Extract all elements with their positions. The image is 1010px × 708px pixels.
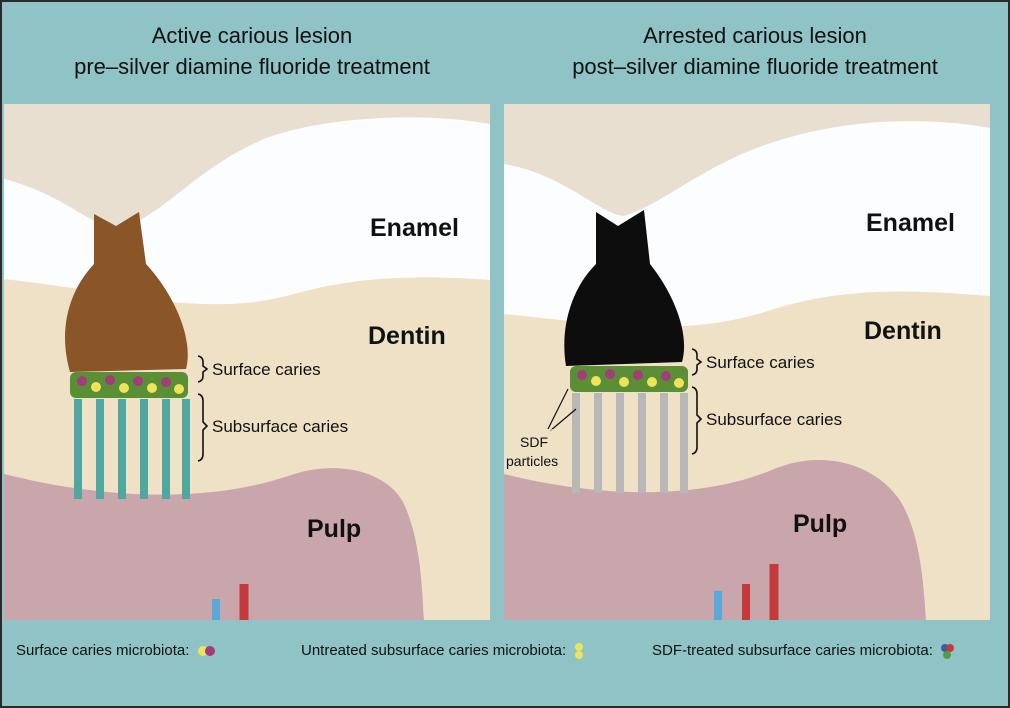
left-title-line1: Active carious lesion <box>151 23 353 48</box>
left-title: Active carious lesion pre–silver diamine… <box>2 20 502 82</box>
right-subsurface-caries-label: Subsurface caries <box>706 410 842 429</box>
surface-microbiota-icon <box>197 646 215 657</box>
legend-treated: SDF-treated subsurface caries microbiota… <box>652 642 955 660</box>
left-pulp <box>4 468 424 620</box>
legend-treated-label: SDF-treated subsurface caries microbiota… <box>652 642 933 659</box>
legend-untreated-label: Untreated subsurface caries microbiota: <box>301 642 567 659</box>
left-surface-brace <box>197 355 209 383</box>
untreated-microbiota-icon <box>575 643 584 660</box>
right-lesion <box>564 210 685 366</box>
right-enamel-label: Enamel <box>866 209 955 237</box>
right-dentin-label: Dentin <box>864 317 942 345</box>
left-enamel-label: Enamel <box>370 214 459 242</box>
right-pulp <box>504 460 926 620</box>
left-title-line2: pre–silver diamine fluoride treatment <box>74 54 430 79</box>
right-sdf-label-backdrop <box>504 429 566 473</box>
left-pulp-label: Pulp <box>307 515 361 543</box>
left-tubules <box>74 399 190 499</box>
left-subsurface-caries-label: Subsurface caries <box>212 417 348 436</box>
right-pulp-label: Pulp <box>793 510 847 538</box>
left-panel: Enamel Dentin Pulp Surface caries Subsur… <box>4 104 490 620</box>
right-title-line1: Arrested carious lesion <box>643 23 867 48</box>
right-title-line2: post–silver diamine fluoride treatment <box>572 54 938 79</box>
right-panel: Enamel Dentin Pulp Surface caries Subsur… <box>504 104 990 620</box>
right-tubules <box>572 393 688 493</box>
right-surface-brace <box>691 348 703 376</box>
right-sdf-label-line2: particles <box>506 453 558 469</box>
right-surface-caries-label: Surface caries <box>706 353 815 372</box>
right-surface-microbe-band <box>570 366 688 392</box>
legend-untreated: Untreated subsurface caries microbiota: <box>301 642 585 660</box>
left-subsurface-brace <box>197 393 209 462</box>
left-dentin-label: Dentin <box>368 322 446 350</box>
legend-surface: Surface caries microbiota: <box>16 642 217 659</box>
right-sdf-pointer-lines <box>547 388 577 432</box>
left-lesion <box>65 212 188 372</box>
left-surface-caries-label: Surface caries <box>212 360 321 379</box>
right-subsurface-brace <box>691 386 703 455</box>
treated-microbiota-icon <box>941 644 955 660</box>
legend-surface-label: Surface caries microbiota: <box>16 642 190 659</box>
left-surface-microbe-band <box>70 372 188 398</box>
right-title: Arrested carious lesion post–silver diam… <box>505 20 1005 82</box>
right-sdf-label-line1: SDF <box>520 434 548 450</box>
